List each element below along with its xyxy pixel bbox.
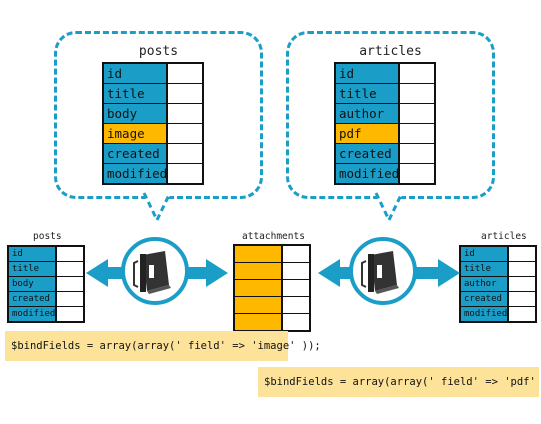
articles-callout-title: articles	[359, 44, 422, 59]
table-row: id	[104, 64, 202, 83]
field-name: id	[461, 247, 509, 261]
table-row: title	[9, 261, 83, 276]
table-row: id	[461, 247, 535, 261]
table-row	[235, 313, 309, 330]
field-value-cell	[57, 277, 83, 291]
field-name: modified	[461, 307, 509, 321]
field-value-cell	[509, 247, 535, 261]
field-name: modified	[104, 164, 168, 183]
field-name: body	[104, 104, 168, 123]
field-name: title	[461, 262, 509, 276]
field-value-cell	[400, 164, 434, 183]
table-row: body	[104, 103, 202, 123]
binder-icon	[121, 237, 189, 305]
field-value-cell	[400, 84, 434, 103]
table-row	[235, 246, 309, 262]
field-value-cell	[283, 246, 309, 262]
field-name: author	[336, 104, 400, 123]
table-row: title	[336, 83, 434, 103]
field-value-cell	[509, 307, 535, 321]
field-value-cell	[400, 144, 434, 163]
field-value-cell	[168, 84, 202, 103]
field-value-cell	[509, 277, 535, 291]
table-row: title	[104, 83, 202, 103]
binder-icon	[349, 237, 417, 305]
field-name: title	[336, 84, 400, 103]
code-snippet-pdf: $bindFields = array(array(' field' => 'p…	[258, 367, 541, 397]
table-row: created	[336, 143, 434, 163]
table-row: pdf	[336, 123, 434, 143]
posts-callout-pointer	[142, 192, 172, 224]
field-value-cell	[400, 104, 434, 123]
field-name	[235, 246, 283, 262]
table-row: id	[9, 247, 83, 261]
field-name: id	[336, 64, 400, 83]
table-row: modified	[104, 163, 202, 183]
field-name: id	[104, 64, 168, 83]
field-name	[235, 280, 283, 296]
field-value-cell	[168, 124, 202, 143]
field-value-cell	[168, 64, 202, 83]
field-value-cell	[283, 263, 309, 279]
articles-table-small-title: articles	[481, 231, 527, 242]
table-row: author	[336, 103, 434, 123]
field-value-cell	[168, 164, 202, 183]
field-name: created	[336, 144, 400, 163]
table-row: modified	[461, 306, 535, 321]
field-name: created	[461, 292, 509, 306]
table-row: modified	[9, 306, 83, 321]
field-value-cell	[400, 124, 434, 143]
field-name	[235, 314, 283, 330]
code-snippet-image: $bindFields = array(array(' field' => 'i…	[5, 331, 321, 361]
table-row	[235, 279, 309, 296]
table-row: image	[104, 123, 202, 143]
attachments-table-title: attachments	[242, 231, 305, 242]
field-name	[235, 297, 283, 313]
table-row: body	[9, 276, 83, 291]
field-value-cell	[168, 104, 202, 123]
table-row: created	[9, 291, 83, 306]
field-name: author	[461, 277, 509, 291]
field-name: id	[9, 247, 57, 261]
field-value-cell	[57, 247, 83, 261]
field-name: body	[9, 277, 57, 291]
posts-callout-title: posts	[138, 44, 179, 59]
field-value-cell	[509, 292, 535, 306]
field-value-cell	[283, 297, 309, 313]
field-value-cell	[400, 64, 434, 83]
table-row: author	[461, 276, 535, 291]
articles-callout-pointer	[374, 192, 404, 224]
table-row: modified	[336, 163, 434, 183]
field-value-cell	[168, 144, 202, 163]
field-name: modified	[9, 307, 57, 321]
field-name: title	[9, 262, 57, 276]
field-value-cell	[57, 262, 83, 276]
field-value-cell	[283, 314, 309, 330]
field-value-cell	[57, 307, 83, 321]
table-row: created	[461, 291, 535, 306]
field-name: created	[104, 144, 168, 163]
field-value-cell	[283, 280, 309, 296]
field-value-cell	[509, 262, 535, 276]
table-row	[235, 262, 309, 279]
field-name: image	[104, 124, 168, 143]
table-row	[235, 296, 309, 313]
field-name	[235, 263, 283, 279]
table-row: created	[104, 143, 202, 163]
field-name: modified	[336, 164, 400, 183]
posts-table-small-title: posts	[33, 231, 62, 242]
field-name: title	[104, 84, 168, 103]
attachments-table	[233, 244, 311, 332]
field-value-cell	[57, 292, 83, 306]
table-row: id	[336, 64, 434, 83]
field-name: created	[9, 292, 57, 306]
table-row: title	[461, 261, 535, 276]
field-name: pdf	[336, 124, 400, 143]
